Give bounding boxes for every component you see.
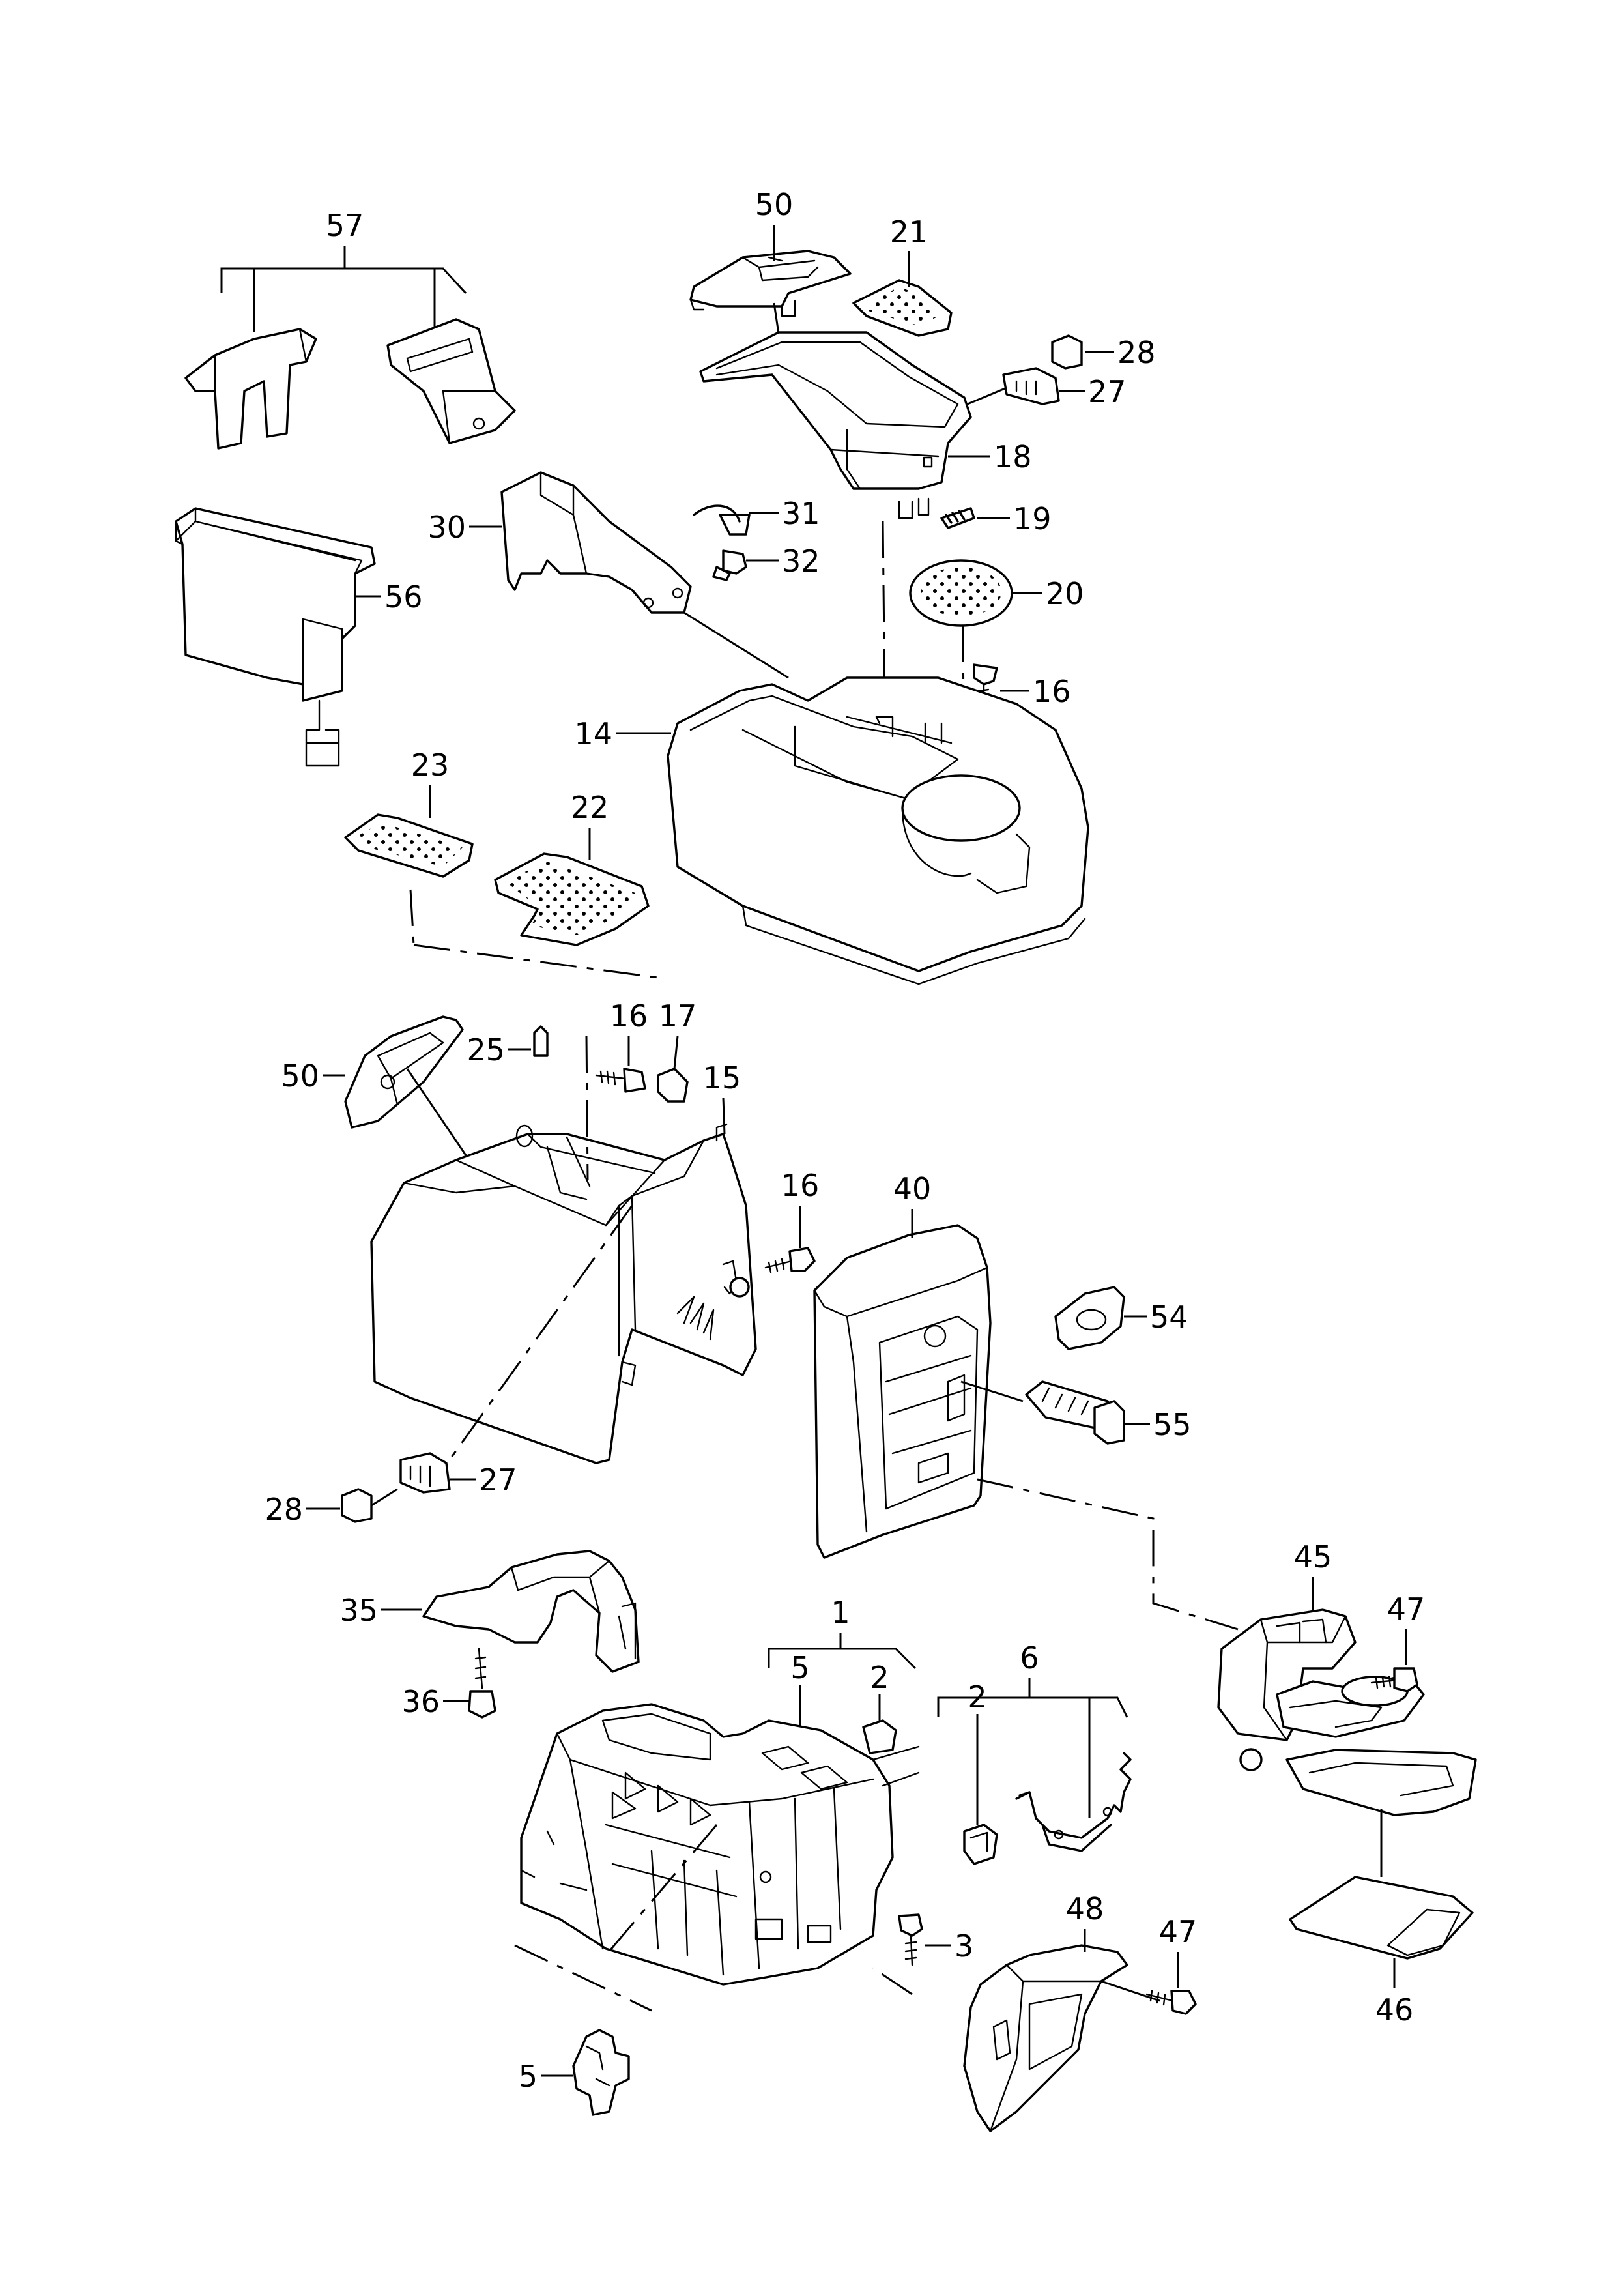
part-30-trim-cover (469, 471, 789, 679)
callout-16-middle: 16 (610, 998, 648, 1034)
part-28-clip-top (1051, 334, 1114, 370)
part-35-bracket (381, 1550, 640, 1673)
part-32-rivet (712, 549, 779, 581)
part-17-cap (657, 1036, 689, 1103)
part-19-spring (940, 507, 1010, 529)
part-15-rear-console (370, 1036, 757, 1464)
part-47-screw-lower (1145, 1952, 1197, 2015)
part-45-ashtray-assembly (1217, 1577, 1477, 1816)
part-28-clip-left (306, 1488, 398, 1523)
part-6-bracket-set (937, 1678, 1132, 1852)
callout-28-left: 28 (265, 1492, 303, 1527)
part-2-clip-lower (963, 1824, 998, 1865)
callout-6: 6 (1020, 1640, 1039, 1676)
callout-2-lower: 2 (968, 1679, 986, 1715)
callout-31: 31 (782, 496, 820, 531)
part-3-screw (898, 1913, 951, 1966)
callout-36: 36 (401, 1684, 440, 1719)
callout-21: 21 (890, 214, 928, 250)
callout-14: 14 (574, 716, 612, 751)
callout-5-lower: 5 (519, 2059, 538, 2094)
part-21-insert-mat (852, 251, 953, 337)
callout-55: 55 (1153, 1407, 1192, 1442)
part-27-connector-top (1002, 367, 1085, 405)
callout-25: 25 (467, 1032, 505, 1068)
callout-47-lower: 47 (1159, 1914, 1198, 1949)
part-25-plug (508, 1025, 549, 1057)
part-46-cover-plate (1289, 1809, 1474, 1988)
callout-27-top: 27 (1088, 374, 1127, 409)
callout-16-top: 16 (1033, 674, 1071, 709)
callout-45: 45 (1294, 1539, 1332, 1575)
part-50-switch-housing-top (689, 225, 852, 356)
part-1-console-subframe (514, 1703, 920, 2012)
part-54-switch-bezel (1054, 1286, 1147, 1350)
part-2-clip-upper (862, 1719, 897, 1754)
callout-17: 17 (659, 998, 697, 1034)
part-20-round-mat (909, 559, 1042, 812)
callout-5-upper: 5 (790, 1650, 809, 1685)
callout-48: 48 (1066, 1891, 1104, 1926)
callout-labels: 57 50 21 28 27 18 19 20 16 31 32 30 56 1… (265, 187, 1425, 2094)
callout-50-left: 50 (281, 1058, 319, 1094)
part-50-switch-housing-left (323, 1015, 470, 1161)
callout-19: 19 (1013, 501, 1052, 536)
callout-46: 46 (1375, 1992, 1414, 2027)
callout-56: 56 (384, 579, 423, 615)
callout-27-left: 27 (479, 1462, 517, 1498)
part-22-floor-mat-large (413, 828, 659, 979)
part-16-screw-middle (595, 1036, 646, 1093)
callout-18: 18 (994, 439, 1032, 474)
callout-22: 22 (571, 790, 609, 825)
part-36-screw (443, 1648, 496, 1719)
callout-54: 54 (1150, 1300, 1188, 1335)
part-23-floor-mat-small (344, 785, 474, 946)
part-14-center-console (616, 676, 1089, 985)
callout-40: 40 (893, 1171, 932, 1206)
callout-47-upper: 47 (1387, 1591, 1426, 1627)
part-5-clip-lower (541, 2029, 630, 2116)
callout-32: 32 (782, 544, 820, 579)
callout-2-upper: 2 (870, 1660, 889, 1695)
callout-1: 1 (831, 1595, 850, 1630)
callout-23: 23 (411, 748, 450, 783)
callout-50-top: 50 (755, 187, 794, 222)
part-1-bracket-set-leader (768, 1633, 917, 1730)
part-56-storage-box (175, 507, 381, 767)
part-55-power-socket (1025, 1380, 1150, 1445)
part-27-connector-left (399, 1452, 476, 1494)
callout-28-top: 28 (1117, 335, 1156, 370)
callout-15: 15 (703, 1060, 741, 1096)
callout-20: 20 (1046, 576, 1084, 611)
callout-35: 35 (339, 1593, 378, 1628)
part-57-bracket-set (184, 246, 516, 450)
callout-16-lower: 16 (781, 1168, 820, 1203)
callout-30: 30 (427, 510, 466, 545)
part-16-screw-lower (764, 1206, 816, 1273)
callout-57: 57 (326, 208, 364, 243)
part-48-ashtray-housing (963, 1929, 1160, 2132)
part-31-spring-clip (693, 504, 779, 536)
callout-3: 3 (955, 1928, 973, 1964)
part-18-cupholder-tray (699, 331, 1007, 519)
part-40-rear-panel (813, 1209, 1024, 1559)
part-47-screw-upper (1370, 1629, 1418, 1693)
